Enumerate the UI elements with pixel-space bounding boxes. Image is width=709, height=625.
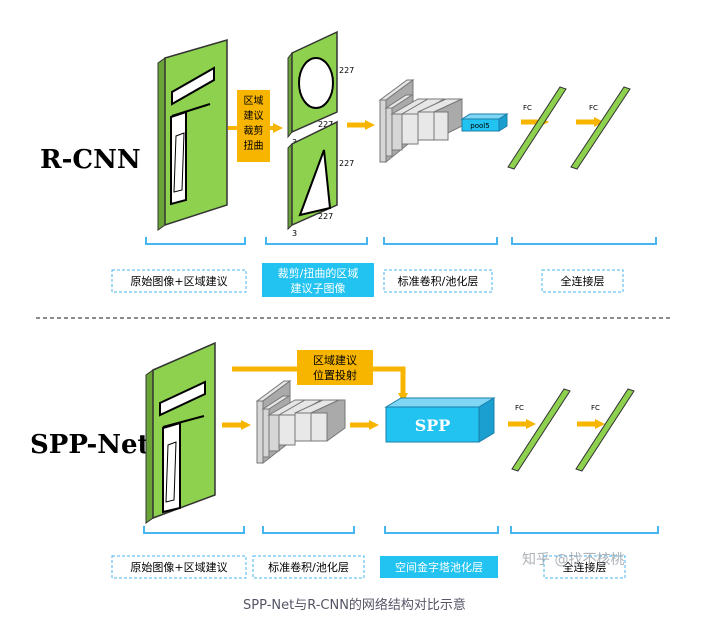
spp-brackets <box>143 526 659 534</box>
spp-label-conv: 标准卷积/池化层 <box>252 555 365 579</box>
svg-text:FC: FC <box>591 404 600 412</box>
spp-label-original: 原始图像+区域建议 <box>111 555 247 579</box>
rcnn-cropped-patch-1: 227 227 3 <box>287 30 354 147</box>
spp-projection-box: 区域建议 位置投射 <box>232 350 408 403</box>
svg-text:227: 227 <box>339 159 354 168</box>
rcnn-label-original: 原始图像+区域建议 <box>111 269 247 293</box>
rcnn-label-conv: 标准卷积/池化层 <box>383 269 493 293</box>
spp-title: SPP-Net <box>30 430 150 460</box>
svg-text:区域建议: 区域建议 <box>313 353 357 367</box>
spp-conv-stack <box>255 380 346 465</box>
svg-text:位置投射: 位置投射 <box>313 368 357 382</box>
rcnn-crop-box: 区域 建议 裁剪 扭曲 <box>228 90 283 162</box>
figure-caption: SPP-Net与R-CNN的网络结构对比示意 <box>243 598 466 613</box>
svg-text:227: 227 <box>318 212 333 221</box>
svg-text:FC: FC <box>589 104 598 112</box>
rcnn-label-fc: 全连接层 <box>541 269 624 293</box>
spp-original-image <box>145 341 216 524</box>
svg-text:建议: 建议 <box>244 109 264 122</box>
svg-text:pool5: pool5 <box>470 122 489 130</box>
rcnn-original-image <box>157 39 228 231</box>
spp-fc-layers: FC FC <box>508 388 635 472</box>
rcnn-conv-stack <box>378 79 463 164</box>
svg-text:3: 3 <box>292 229 297 238</box>
svg-text:裁剪: 裁剪 <box>244 124 264 137</box>
svg-text:FC: FC <box>523 104 532 112</box>
svg-text:区域: 区域 <box>244 94 264 107</box>
svg-text:SPP: SPP <box>415 416 451 435</box>
spp-label-spp: 空间金字塔池化层 <box>380 556 498 578</box>
rcnn-cropped-patch-2: 227 227 3 <box>287 120 354 238</box>
svg-text:全连接层: 全连接层 <box>561 274 605 288</box>
svg-text:裁剪/扭曲的区域: 裁剪/扭曲的区域 <box>278 266 359 280</box>
svg-text:标准卷积/池化层: 标准卷积/池化层 <box>268 560 349 574</box>
rcnn-title: R-CNN <box>40 145 141 175</box>
svg-text:空间金字塔池化层: 空间金字塔池化层 <box>395 560 483 574</box>
rcnn-pool5-box: pool5 <box>460 113 509 132</box>
svg-text:FC: FC <box>515 404 524 412</box>
spp-pooling-box: SPP <box>384 397 496 443</box>
svg-text:全连接层: 全连接层 <box>563 560 607 574</box>
svg-text:227: 227 <box>339 66 354 75</box>
svg-text:扭曲: 扭曲 <box>244 139 264 152</box>
svg-text:建议子图像: 建议子图像 <box>291 281 346 295</box>
svg-text:227: 227 <box>318 120 333 129</box>
svg-text:原始图像+区域建议: 原始图像+区域建议 <box>130 560 227 574</box>
watermark: 知乎 @找不核桃 <box>522 551 624 568</box>
svg-text:标准卷积/池化层: 标准卷积/池化层 <box>398 274 479 288</box>
rcnn-brackets <box>145 237 657 245</box>
rcnn-fc-layers: FC FC <box>507 86 631 170</box>
svg-text:原始图像+区域建议: 原始图像+区域建议 <box>130 274 227 288</box>
spp-label-fc: 全连接层 <box>543 555 626 579</box>
rcnn-label-cropped: 裁剪/扭曲的区域 建议子图像 <box>262 263 374 297</box>
